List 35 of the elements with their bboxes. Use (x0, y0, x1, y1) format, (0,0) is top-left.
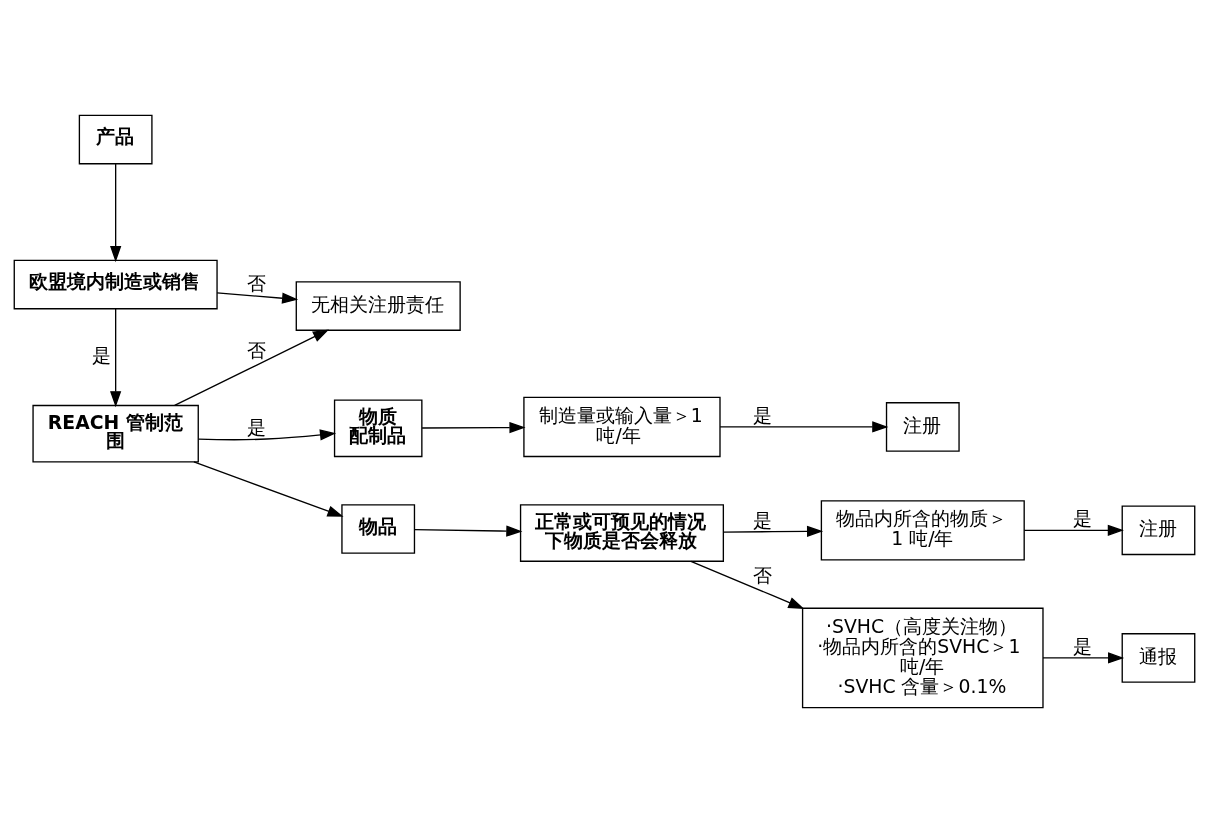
node-box: 物品内所含的物质＞1 吨/年 (820, 499, 1025, 561)
node-box: 欧盟境内制造或销售 (13, 259, 218, 309)
arrow (690, 560, 805, 609)
edge-label: 是 (1073, 635, 1093, 657)
arrow (722, 525, 824, 537)
arrow (193, 460, 344, 517)
edge-label: 是 (1073, 507, 1093, 529)
edge-label: 是 (753, 509, 773, 531)
node-box: 注册 (885, 401, 960, 452)
arrow (1042, 651, 1125, 664)
node-box: 通报 (1121, 632, 1196, 683)
node-box: 产品 (78, 114, 153, 164)
edge-label: 否 (247, 339, 267, 361)
node-box: 物质 配制品 (333, 398, 423, 457)
arrow (110, 162, 122, 262)
edge-label: 否 (247, 272, 267, 294)
arrow (421, 421, 526, 433)
arrow (1023, 524, 1124, 536)
node-box: 正常或可预见的情况下物质是否会释放 (519, 503, 724, 562)
arrow (216, 291, 299, 304)
edge-label: 是 (92, 344, 112, 366)
edge-label: 是 (247, 416, 267, 438)
edge-label: 是 (753, 404, 773, 426)
arrow (174, 329, 330, 406)
node-box: 无相关注册责任 (295, 280, 461, 331)
arrow (197, 428, 337, 440)
edge-label: 否 (753, 564, 773, 586)
node-box: 物品 (341, 503, 416, 554)
node-box: REACH 管制范围 (32, 404, 199, 463)
node-box: ·SVHC（高度关注物） ·物品内所含的SVHC＞1 吨/年 ·SVHC 含量＞0.1% (801, 607, 1044, 708)
node-box: 制造量或输入量＞1 吨/年 (523, 396, 721, 457)
node-box: 注册 (1121, 505, 1196, 555)
arrow (110, 307, 122, 407)
arrow (719, 420, 889, 433)
arrow (413, 525, 523, 537)
